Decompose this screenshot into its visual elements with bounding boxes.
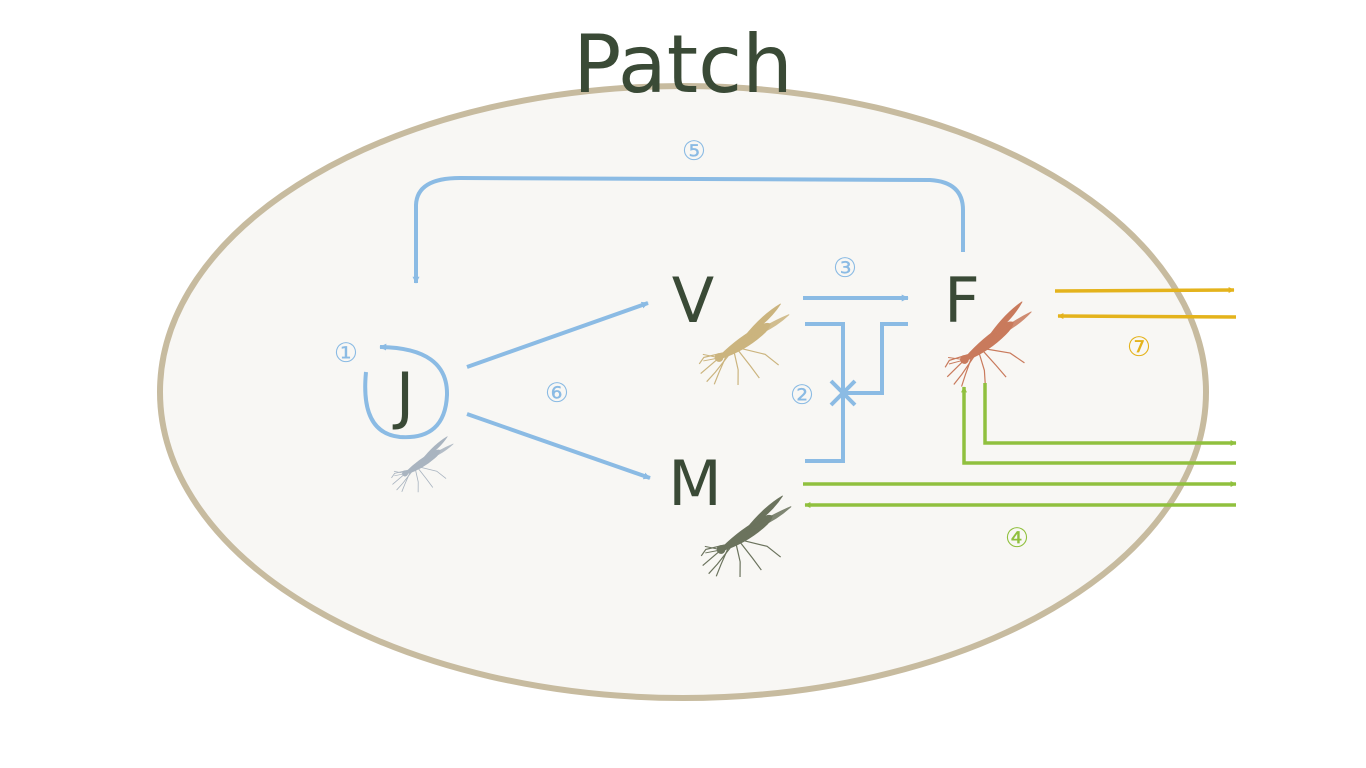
- female-inflow-arrow: [1057, 313, 1237, 320]
- adult-to-juvenile-arrow: [412, 175, 965, 284]
- node-v-label: V: [672, 264, 714, 337]
- juvenile-to-virgin-arrow: [466, 301, 649, 369]
- step-3-marker: ③: [833, 253, 857, 284]
- female-emigration-arrow: [983, 383, 1237, 446]
- step-4-marker: ④: [1005, 523, 1029, 554]
- step-1-marker: ①: [334, 338, 358, 369]
- step-6-marker: ⑥: [545, 378, 569, 409]
- juvenile-self-loop-arrow: [363, 343, 450, 440]
- diagram-title: Patch: [573, 18, 793, 111]
- step-2-marker: ②: [790, 380, 814, 411]
- female-immigration-arrow: [961, 386, 1236, 465]
- juvenile-to-male-arrow: [466, 412, 651, 480]
- mating-junction-marker: [829, 379, 857, 407]
- node-m-label: M: [668, 447, 722, 520]
- node-f-label: F: [944, 264, 980, 337]
- step-7-marker: ⑦: [1127, 332, 1151, 363]
- patch-boundary: [157, 83, 1209, 701]
- node-j-label: J: [392, 359, 414, 432]
- female-outflow-arrow: [1054, 287, 1235, 294]
- mating-connector: [843, 322, 908, 395]
- step-5-marker: ⑤: [682, 136, 706, 167]
